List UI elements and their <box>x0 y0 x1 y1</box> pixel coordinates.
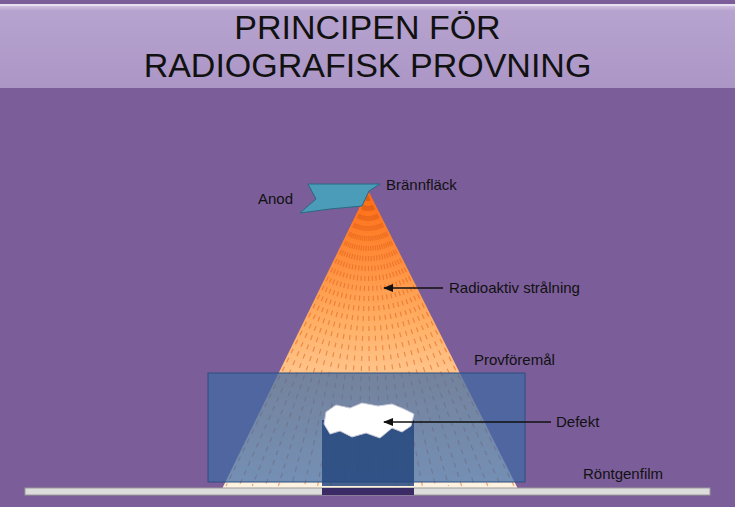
part-label: Röntgenfilm <box>583 465 663 483</box>
leader-line <box>384 421 551 423</box>
part-label: Brännfläck <box>386 176 457 194</box>
film-exposure <box>322 488 414 495</box>
anode <box>300 184 380 213</box>
title-band-edge <box>0 4 735 6</box>
leader-line <box>384 287 443 289</box>
part-label: Defekt <box>556 413 599 431</box>
part-label: Radioaktiv strålning <box>449 279 580 297</box>
title-band <box>0 4 735 88</box>
title: PRINCIPEN FÖR RADIOGRAFISK PROVNING <box>108 8 628 84</box>
x-ray-film <box>25 488 710 495</box>
part-label: Provföremål <box>474 351 555 369</box>
title-area: PRINCIPEN FÖR RADIOGRAFISK PROVNING <box>0 8 735 84</box>
part-label: Anod <box>258 190 293 208</box>
defect <box>324 403 414 438</box>
